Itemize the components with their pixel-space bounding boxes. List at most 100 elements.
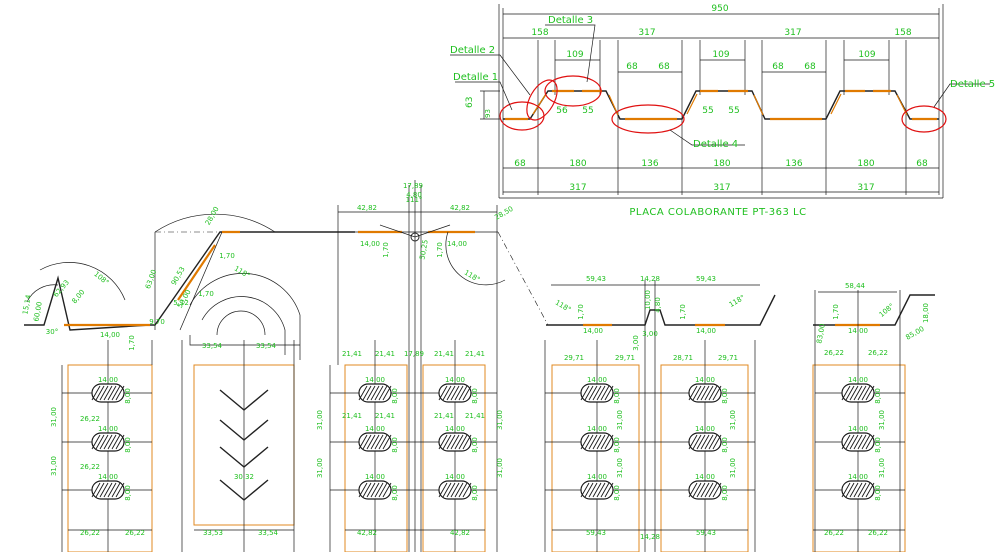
deck-web-dim: 55 [582,106,593,116]
hole-height-label: 8,00 [613,388,621,404]
dimension-text: 4,80 [654,297,662,313]
dimension-text: 26,22 [824,529,844,537]
dimension-text: 59,43 [696,529,716,537]
hole-width-label: 14,00 [587,376,607,384]
dimension-text: 33,54 [258,529,279,537]
dimension-text: 14,00 [360,240,380,248]
deck-title: PLACA COLABORANTE PT-363 LC [629,207,806,218]
dimension-text: 14,00 [447,240,467,248]
dimension-text: 14,00 [100,331,120,339]
hole-height-label: 8,00 [124,485,132,501]
dimension-text: 118° [728,294,747,309]
bolt-hole [841,480,875,500]
hole-width-label: 14,00 [695,376,715,384]
dimension-text: 21,41 [465,412,485,420]
bolt-hole [438,383,472,403]
hole-height-label: 8,00 [874,485,882,501]
dimension-text: 14,00 [848,327,868,335]
hole-height-label: 8,00 [471,485,479,501]
deck-dim-317-b: 317 [784,28,801,38]
bolt-hole [358,383,392,403]
dimension-text: 1,70 [832,304,840,320]
hole-height-label: 8,00 [124,388,132,404]
dimension-text: 17,89 [403,182,423,190]
detail-4-marker [611,104,685,134]
dimension-text: 42,82 [450,204,470,212]
deck-dim-158-left: 158 [531,28,548,38]
bolt-hole [91,480,125,500]
dimension-text: 21,41 [434,350,454,358]
dimension-text: 31,00 [878,410,886,430]
dimension-text: 42,82 [357,204,377,212]
dimension-text: 26,22 [868,349,888,357]
deck-sub-dim: 68 [626,62,638,72]
hole-width-label: 14,00 [98,473,118,481]
dimension-text: 30,32 [234,473,254,481]
dimension-text: 31,00 [616,458,624,478]
dimension-text: 31,00 [729,458,737,478]
dimension-text: 29,71 [564,354,584,362]
dimension-text: 14,28 [640,533,660,541]
hole-height-label: 8,00 [721,437,729,453]
hole-width-label: 14,00 [587,425,607,433]
dimension-text: 1,70 [382,242,390,258]
deck-bottom-dim-6: 68 [916,159,928,169]
dimension-text: 1,70 [198,290,214,298]
detail-2-label: Detalle 2 [450,45,495,56]
dimension-text: 14,00 [583,327,603,335]
dimension-text: 85,00 [904,325,925,342]
deck-bottom-dim-0: 68 [514,159,526,169]
dimension-text: 14,00 [696,327,716,335]
dimension-text: 60,00 [32,301,43,322]
deck-height-small: 93 [484,109,492,118]
deck-bottom2-dim-0: 317 [569,183,586,193]
dimension-text: 18,00 [922,303,930,323]
deck-bottom-dim-1: 180 [569,159,586,169]
bolt-hole [841,383,875,403]
dimension-text: 111° [406,196,423,204]
bent-profile-views [24,180,935,552]
hole-width-label: 14,00 [695,473,715,481]
dimension-text: 31,00 [496,410,504,430]
dimension-text: 26,22 [80,463,100,471]
hole-height-label: 8,00 [613,437,621,453]
bolt-holes: 14,00 8,00 14,00 8,00 14,00 8,00 14,00 8,00 14,0… [91,376,882,501]
detail-3-marker [544,75,602,107]
dimension-text: 4,80 [406,191,422,199]
plan-views: 14,00 8,00 14,00 8,00 14,00 8,00 14,00 8,00 14,0… [61,273,906,552]
dimension-text: 26,22 [80,529,100,537]
dimension-text: 21,41 [342,350,362,358]
bolt-hole [688,480,722,500]
hole-width-label: 14,00 [848,376,868,384]
hole-height-label: 8,00 [391,388,399,404]
bolt-hole [438,432,472,452]
bolt-hole [358,480,392,500]
dimension-text: 26,22 [868,529,888,537]
deck-web-dim: 56 [556,106,568,116]
dimension-text: 50,25 [418,239,429,260]
deck-bottom2-dim-1: 317 [713,183,730,193]
bolt-hole [358,432,392,452]
detail-3-label: Detalle 3 [548,15,593,26]
dimension-text: 31,00 [50,456,58,476]
deck-bottom-dim-5: 180 [857,159,874,169]
dimension-text: 1,70 [679,304,687,320]
dimension-text: 28,71 [673,354,693,362]
deck-dim-158-right: 158 [894,28,911,38]
hole-width-label: 14,00 [445,425,465,433]
deck-sub-dim: 68 [804,62,816,72]
hole-width-label: 14,00 [848,473,868,481]
dimension-text: 3,00 [642,330,658,338]
hole-height-label: 8,00 [613,485,621,501]
dimension-text: 63,00 [144,269,158,291]
dimension-text: 108° [878,302,896,319]
detail-1-label: Detalle 1 [453,72,498,83]
bolt-hole [580,480,614,500]
dimension-text: 31,00 [316,458,324,478]
deck-sub-dim: 68 [658,62,670,72]
deck-bottom-dim-2: 136 [641,159,658,169]
dimension-text: 33,54 [256,342,277,350]
dimension-text: 10,00 [644,290,652,310]
hole-width-label: 14,00 [587,473,607,481]
